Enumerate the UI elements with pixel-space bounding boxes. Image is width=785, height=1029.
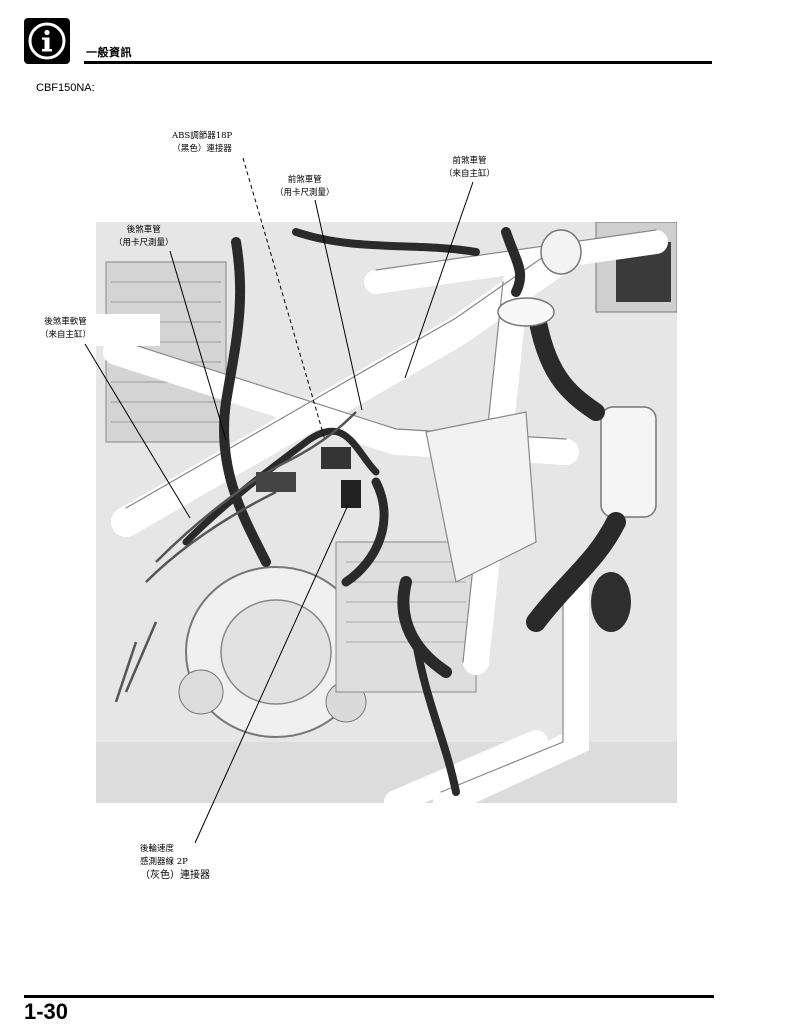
footer-divider — [24, 995, 714, 998]
callout-front-brake-pipe-caliper: 前煞車管 （用卡尺測量） — [275, 174, 335, 200]
callout-line: （来自主缸） — [444, 169, 496, 179]
callout-front-brake-pipe-master: 前煞車管 （来自主缸） — [444, 155, 495, 181]
callout-rear-brake-pipe-caliper: 後煞車管 （用卡尺測量） — [114, 224, 174, 250]
callout-line: ABS調節器18P — [172, 131, 233, 141]
callout-line: 前煞車管 — [287, 175, 322, 185]
callout-line: 後輪速度 — [140, 844, 175, 854]
callout-line: （用卡尺測量） — [275, 188, 335, 198]
callout-line: （灰色）連接器 — [140, 870, 210, 881]
callout-line: （来自主缸） — [40, 330, 92, 340]
frame-engine-drawing — [96, 222, 677, 803]
section-title: 一般資訊 — [86, 46, 132, 59]
blank-patch — [96, 314, 160, 346]
page-number: 1-30 — [24, 999, 69, 1024]
callout-line: （黑色）連接器 — [172, 144, 232, 154]
motorcycle-frame-illustration — [96, 222, 677, 803]
callout-line: 前煞車管 — [452, 156, 487, 166]
callout-line: 後煞車軟管 — [44, 317, 87, 327]
callout-line: （用卡尺測量） — [114, 238, 174, 248]
callout-line: 感測器線 2P — [140, 857, 188, 867]
info-icon — [24, 18, 70, 64]
callout-abs-modulator-connector: ABS調節器18P （黑色）連接器 — [172, 130, 232, 156]
callout-line: 後煞車管 — [126, 225, 161, 235]
header-divider — [84, 61, 712, 64]
model-label: CBF150NA: — [36, 82, 95, 94]
callout-rear-brake-hose-master: 後煞車軟管 （来自主缸） — [40, 316, 91, 342]
callout-rear-wheel-speed-sensor-connector: 後輪速度 感測器線 2P （灰色）連接器 — [140, 843, 210, 882]
